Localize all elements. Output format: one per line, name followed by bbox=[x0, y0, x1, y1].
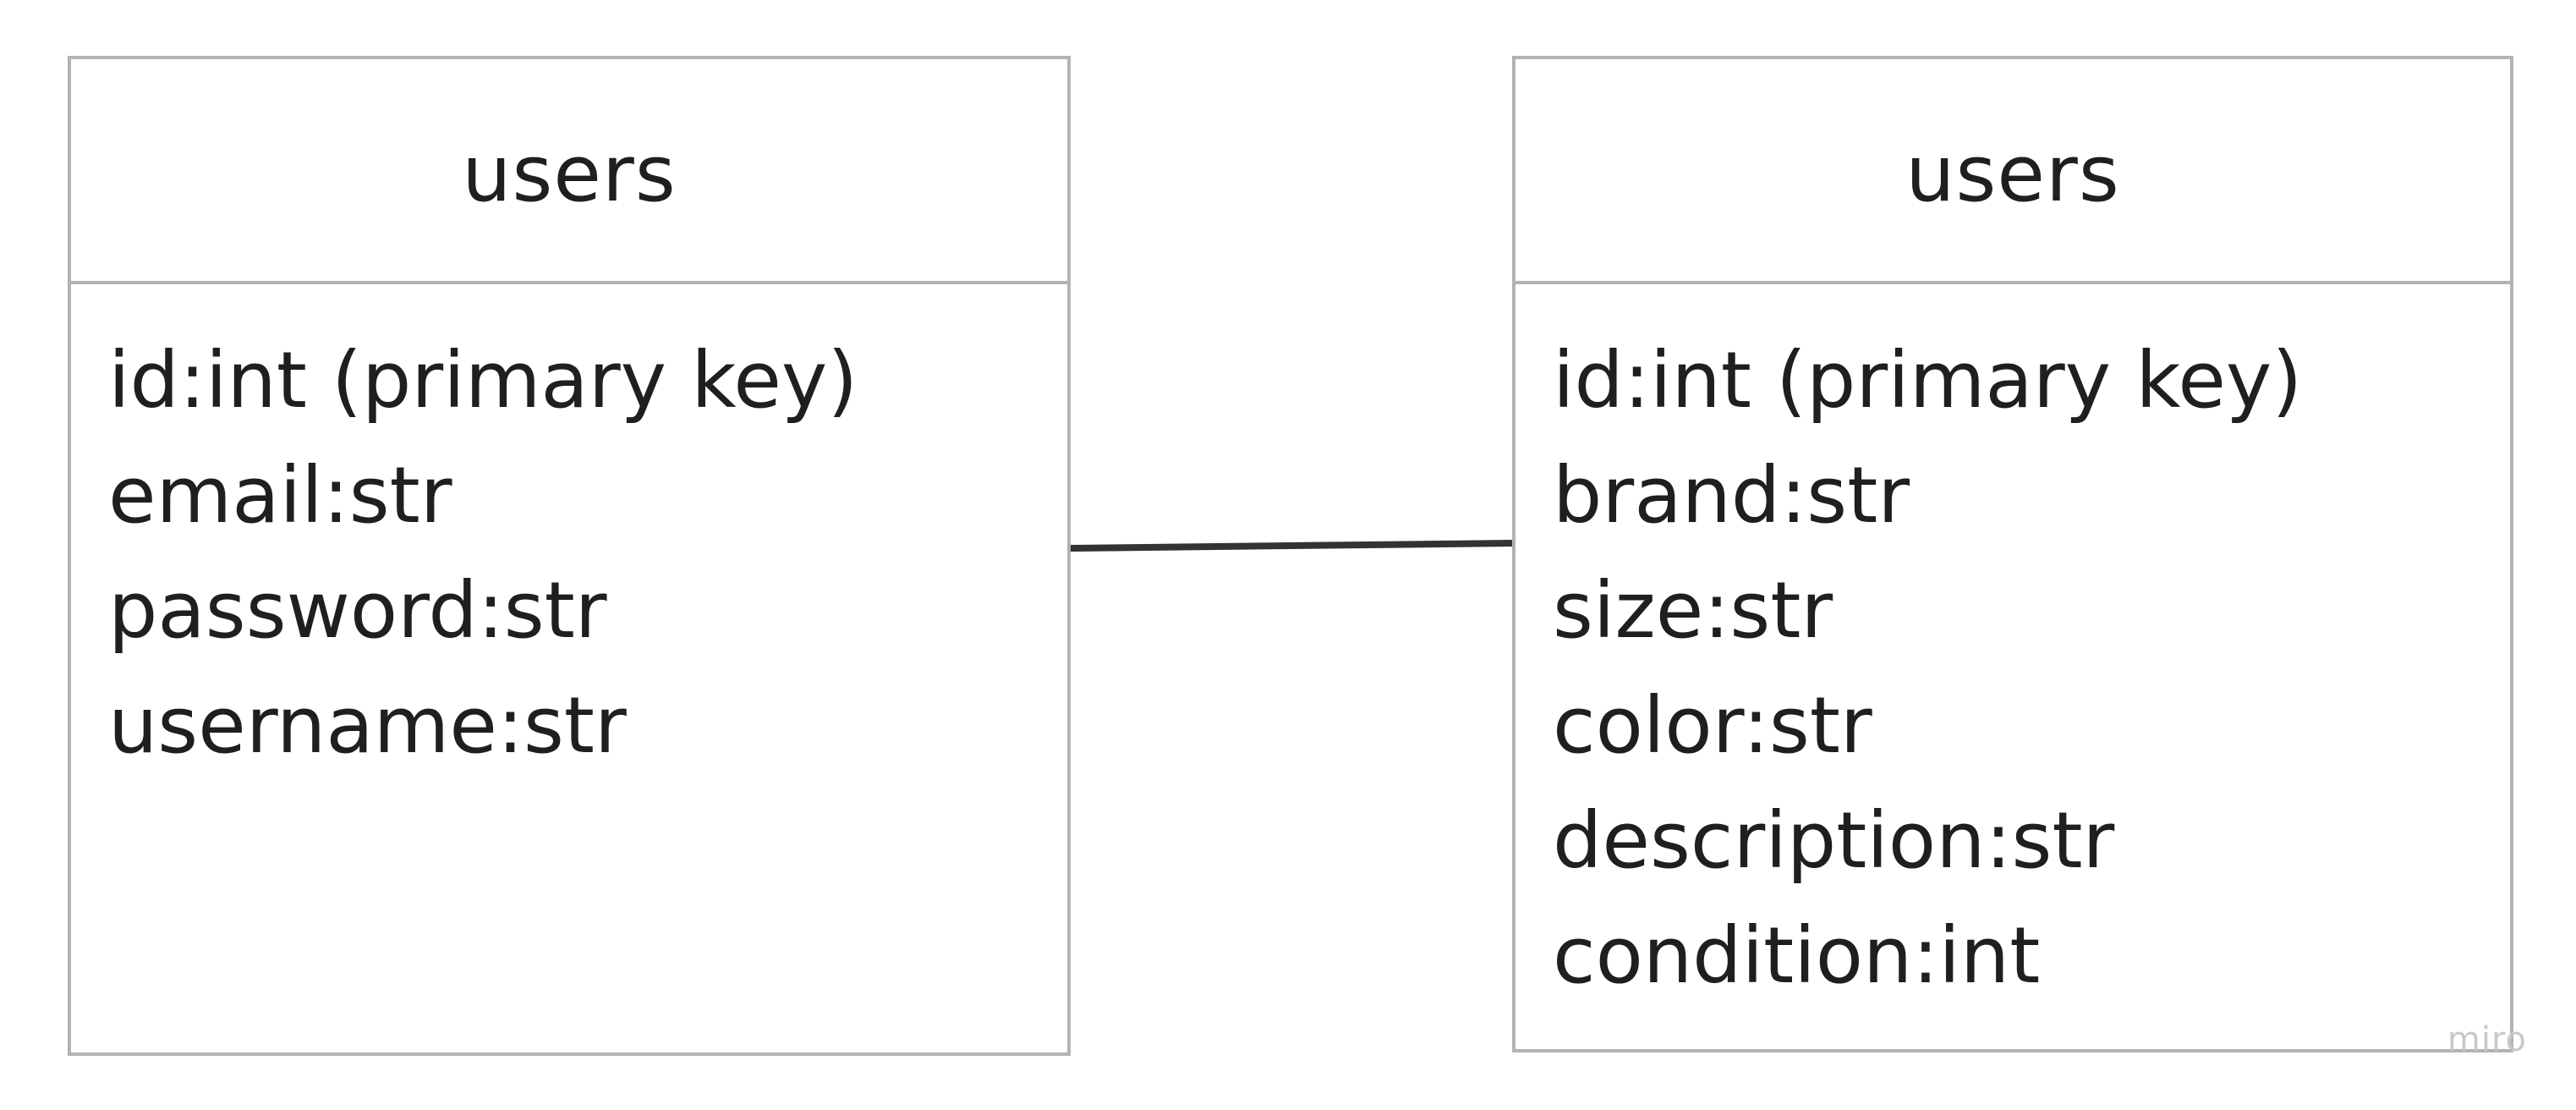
field-row: email:str bbox=[108, 450, 452, 541]
field-row: description:str bbox=[1553, 795, 2115, 886]
field-row: id:int (primary key) bbox=[1553, 335, 2303, 426]
field-list: id:int (primary key) email:str password:… bbox=[71, 284, 1067, 783]
field-row: size:str bbox=[1553, 565, 1833, 656]
entity-users-right[interactable]: users id:int (primary key) brand:str siz… bbox=[1512, 56, 2513, 1052]
entity-title: users bbox=[462, 129, 677, 219]
field-row: username:str bbox=[108, 680, 627, 771]
field-row: brand:str bbox=[1553, 450, 1910, 541]
miro-watermark: miro bbox=[2447, 1020, 2527, 1059]
relationship-connector[interactable] bbox=[1070, 540, 1513, 552]
entity-header: users bbox=[1515, 59, 2510, 284]
entity-header: users bbox=[71, 59, 1067, 284]
field-row: color:str bbox=[1553, 680, 1872, 771]
field-row: condition:int bbox=[1553, 910, 2041, 1001]
field-row: password:str bbox=[108, 565, 607, 656]
field-row: id:int (primary key) bbox=[108, 335, 858, 426]
field-list: id:int (primary key) brand:str size:str … bbox=[1515, 284, 2510, 1014]
connector-line bbox=[1070, 540, 1513, 552]
entity-title: users bbox=[1905, 129, 2120, 219]
entity-users-left[interactable]: users id:int (primary key) email:str pas… bbox=[68, 56, 1071, 1056]
